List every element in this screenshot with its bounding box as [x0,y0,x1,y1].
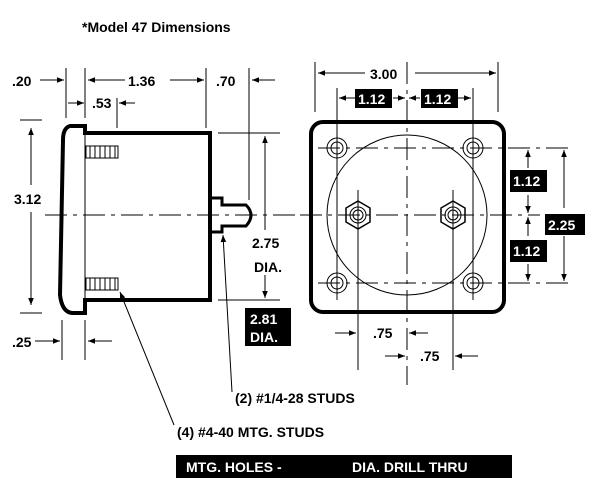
dim-cutout-dia-unit: DIA. [250,329,278,345]
dim-height: 3.12 [14,191,41,207]
hex-nut [345,200,371,230]
meter-body-outline [57,124,212,315]
dim-stud-right: .75 [420,348,440,364]
dim-stud-length: .70 [216,73,236,89]
dim-hole-right: 1.12 [424,91,451,107]
dim-depth: 1.36 [128,73,155,89]
mounting-hole [326,272,348,294]
dim-cutout-dia: 2.81 [250,311,277,327]
side-view: .20 1.36 .70 .53 3.12 2.75 DIA. 2.81 DIA… [12,68,300,360]
mounting-hole [462,137,484,159]
mtg-studs-leader [119,291,175,426]
dim-body-dia: 2.75 [252,235,279,251]
dim-hole-lower: 1.12 [513,243,540,259]
footer-drill-thru: DIA. DRILL THRU [352,459,468,475]
dim-width: 3.00 [370,66,397,82]
drawing-title: *Model 47 Dimensions [82,19,231,35]
dim-hole-spacing: 2.25 [548,217,575,233]
mounting-hole [326,137,348,159]
dim-mount-stud: .53 [92,95,112,111]
footer-mtg-holes: MTG. HOLES - [186,459,282,475]
cutout-dia-label-box [245,308,291,346]
dim-flange: .25 [12,334,32,350]
mounting-stud-upper [85,145,119,159]
mounting-hole [462,272,484,294]
dim-stud-left: .75 [373,325,393,341]
dim-hole-left: 1.12 [358,91,385,107]
footer-bar [176,455,512,478]
front-view: 3.00 1.12 1.12 1.12 1.12 2.25 .75 .75 [300,62,585,385]
hex-nut [440,200,466,230]
dim-bezel: .20 [12,73,32,89]
dim-hole-upper: 1.12 [513,173,540,189]
dim-body-dia-unit: DIA. [254,259,282,275]
studs-leader [220,234,233,393]
mtg-studs-callout: (4) #4-40 MTG. STUDS [177,424,324,440]
studs-callout: (2) #1/4-28 STUDS [235,390,355,406]
mounting-stud-lower [85,277,119,291]
